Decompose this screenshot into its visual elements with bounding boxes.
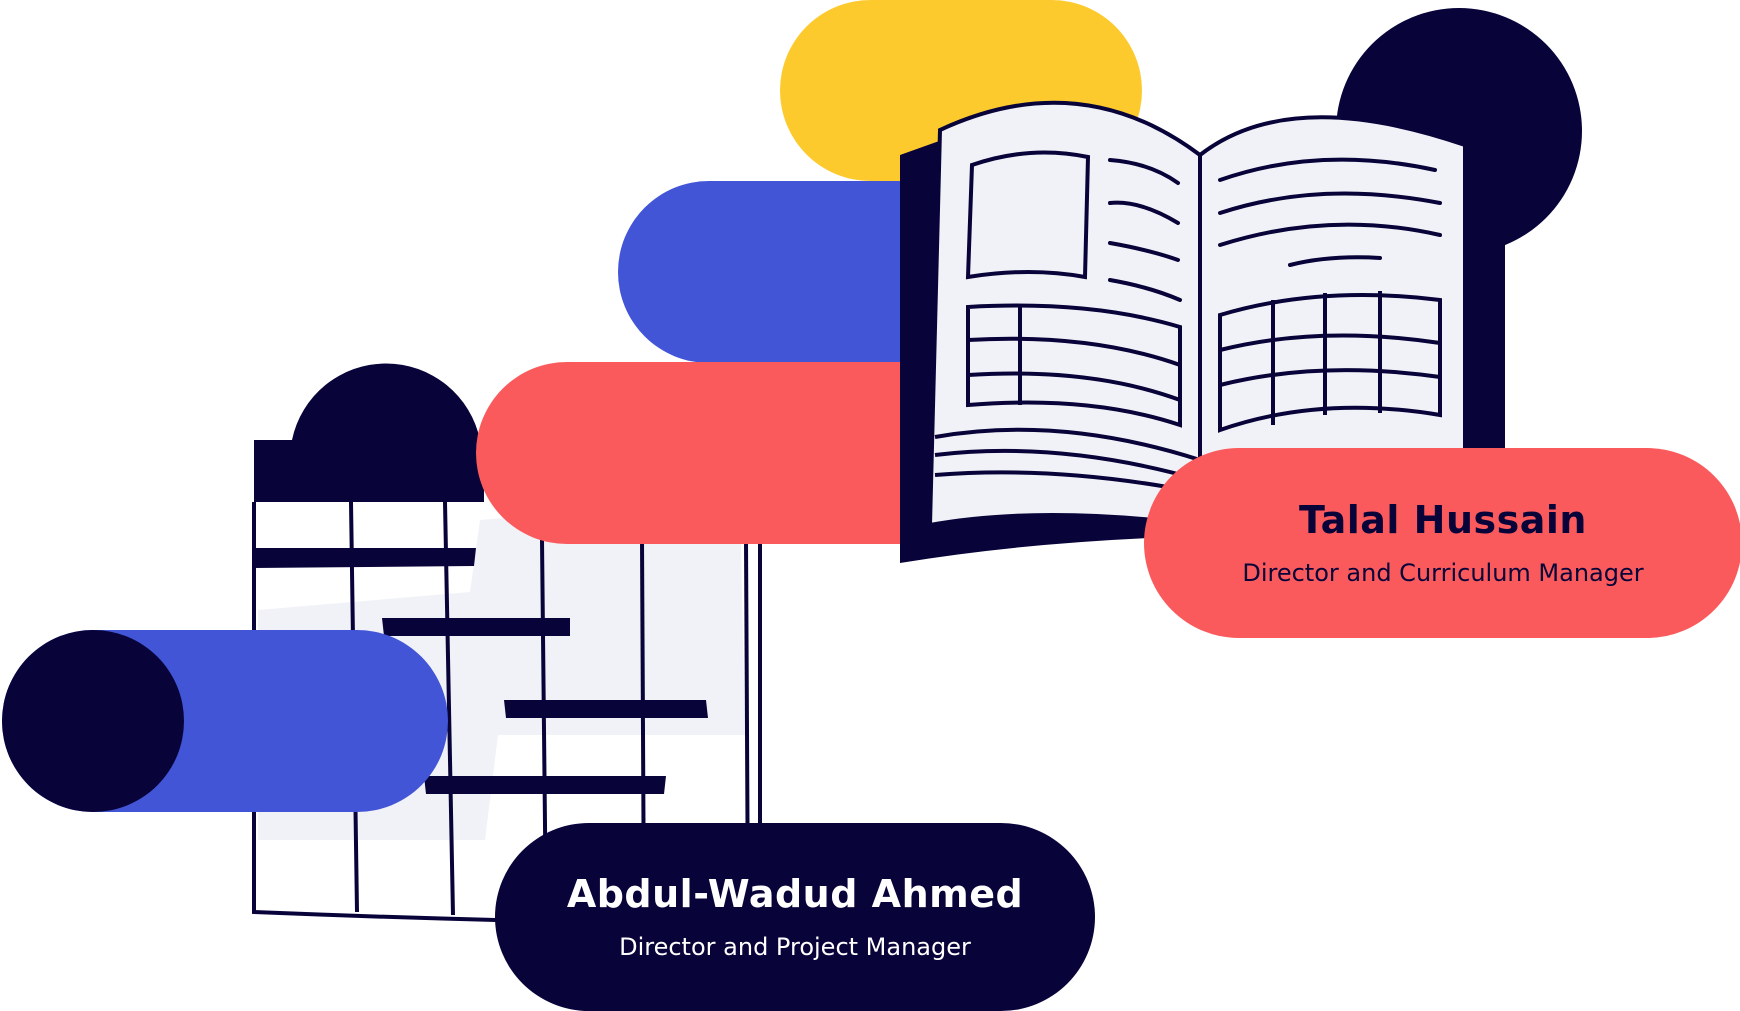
person-name: Abdul-Wadud Ahmed (566, 871, 1024, 916)
open-book-illustration (900, 100, 1505, 563)
person-name: Talal Hussain (1299, 497, 1587, 542)
person-role: Director and Curriculum Manager (1242, 558, 1644, 587)
person-card: Talal Hussain Director and Curriculum Ma… (1144, 448, 1740, 638)
person-role: Director and Project Manager (619, 932, 971, 961)
person-card: Abdul-Wadud Ahmed Director and Project M… (495, 823, 1095, 1011)
navy-circle-left-shape (2, 630, 184, 812)
